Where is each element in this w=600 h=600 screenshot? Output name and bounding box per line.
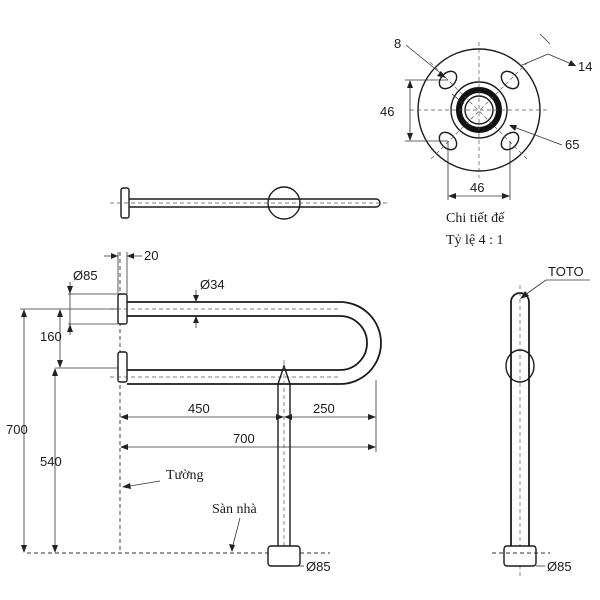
leg-floor-flange xyxy=(267,545,301,567)
dim-540-arrow-bot xyxy=(52,545,58,553)
dim-540-arrow-top xyxy=(52,368,58,376)
side-view: TOTO Ø85 xyxy=(492,264,590,578)
wall-label: Tường xyxy=(166,468,204,483)
dim-700v-arrow-top xyxy=(21,309,27,317)
dim-46v-arrow-top xyxy=(407,80,413,88)
dim-450: 450 xyxy=(188,401,210,416)
dim-20-arrow-right xyxy=(127,253,134,259)
dim-450-arrow-left xyxy=(120,414,128,420)
side-view-floor-flange xyxy=(503,545,537,567)
dim-700v-arrow-bot xyxy=(21,545,27,553)
dim-46h-arrow-right xyxy=(502,193,510,199)
mounting-hole-bottom-left xyxy=(438,131,458,151)
front-view: 20 Ø85 Ø34 160 700 540 xyxy=(6,248,382,574)
tube-outer-circle xyxy=(450,81,508,139)
dim-250-arrow-left xyxy=(284,414,292,420)
detail-title: Chi tiết đế xyxy=(446,211,505,226)
floor-leader xyxy=(231,517,241,550)
base-detail: 46 46 8 14 65 Chi tiết đế Tỷ lệ 4 : 1 xyxy=(380,33,592,248)
dim-700h-arrow-right xyxy=(368,444,376,450)
dim-20: 20 xyxy=(144,248,158,263)
dim-700-vertical: 700 xyxy=(6,422,28,437)
brand-label: TOTO xyxy=(548,264,584,279)
dim-65-leader xyxy=(510,125,563,146)
brand-leader-arrow xyxy=(520,291,529,299)
dim-85-arrow-bot xyxy=(67,324,73,332)
leg-joint xyxy=(277,363,291,385)
base-diag-2 xyxy=(429,61,529,161)
dim-14-ext-1 xyxy=(539,33,551,45)
dim-20-arrow-left xyxy=(111,253,118,259)
dim-dia85-wall-flange: Ø85 xyxy=(73,268,98,283)
dim-160: 160 xyxy=(40,329,62,344)
dim-14-leader xyxy=(519,53,549,67)
dim-46v-arrow-bot xyxy=(407,133,413,141)
dim-dia34-tube: Ø34 xyxy=(200,277,225,292)
dim-46-vertical: 46 xyxy=(380,104,394,119)
dim-65: 65 xyxy=(565,137,579,152)
dim-8-leader-inner xyxy=(451,93,465,105)
dim-160-arrow-bot xyxy=(57,360,63,368)
floor-label: Sàn nhà xyxy=(212,502,258,517)
dim-8-arrow xyxy=(437,71,446,78)
dim-34-arrow-bot xyxy=(193,316,199,323)
dim-700h-arrow-left xyxy=(120,444,128,450)
dim-540: 540 xyxy=(40,454,62,469)
dim-450-arrow-right xyxy=(276,414,284,420)
detail-scale: Tỷ lệ 4 : 1 xyxy=(446,233,504,248)
tube-inner-circle xyxy=(464,95,494,125)
mounting-hole-top-right xyxy=(500,70,520,90)
dim-250-arrow-right xyxy=(368,414,376,420)
dim-dia85-side: Ø85 xyxy=(547,559,572,574)
top-view xyxy=(110,186,390,220)
floor-leader-arrow xyxy=(229,544,235,552)
lower-wall-flange xyxy=(117,351,128,383)
base-plate-outline xyxy=(417,48,541,172)
u-bar-inner xyxy=(127,315,368,371)
dim-34-arrow-top xyxy=(193,295,199,302)
dim-160-arrow-top xyxy=(57,309,63,317)
dim-46h-arrow-left xyxy=(448,193,456,199)
wall-leader-arrow xyxy=(122,483,131,489)
u-bar-outer xyxy=(127,301,382,385)
dim-8-leader xyxy=(405,44,445,77)
dim-14-arrow xyxy=(568,60,576,66)
dim-dia85-foot: Ø85 xyxy=(306,559,331,574)
dim-700-horizontal: 700 xyxy=(233,431,255,446)
base-diag-1 xyxy=(429,61,529,161)
dim-46-horizontal: 46 xyxy=(470,180,484,195)
dim-8: 8 xyxy=(394,36,401,51)
dim-250: 250 xyxy=(313,401,335,416)
dim-14: 14 xyxy=(578,59,592,74)
dim-65-arrow xyxy=(509,125,517,131)
dim-85-arrow-top xyxy=(67,286,73,294)
mounting-hole-bottom-right xyxy=(500,131,520,151)
